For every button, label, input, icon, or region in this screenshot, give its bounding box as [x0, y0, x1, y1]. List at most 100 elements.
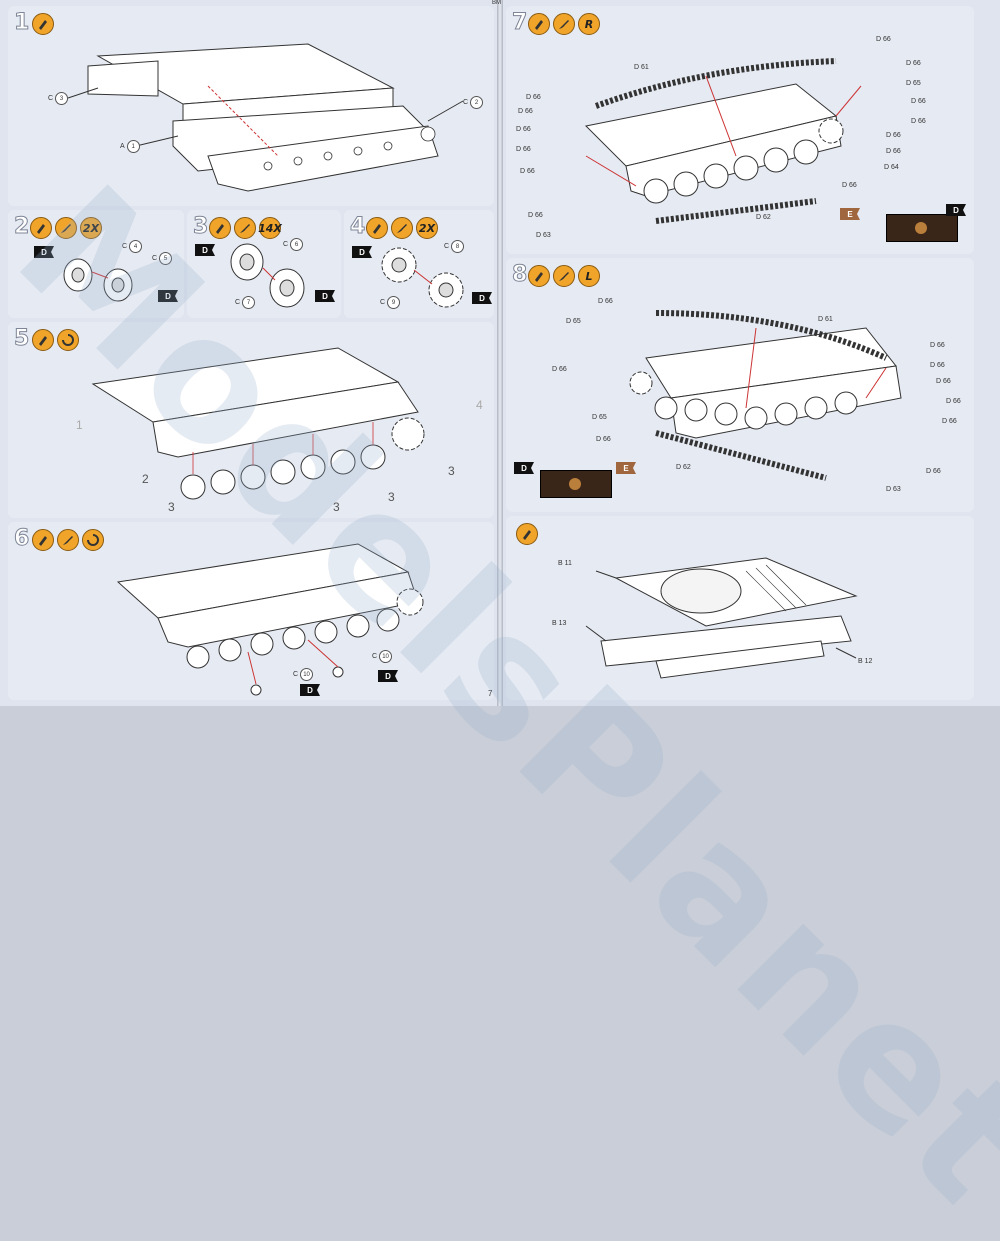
idler-wheel-drawing — [230, 243, 305, 308]
glue-icon — [32, 329, 54, 351]
step-number: 6 — [13, 526, 30, 552]
paint-code: D — [195, 244, 215, 256]
callout: D 66 — [906, 60, 921, 67]
brush-icon — [553, 13, 575, 35]
sprocket-drawing — [381, 247, 464, 308]
callout: D 65 — [566, 318, 581, 325]
callout: D 66 — [942, 418, 957, 425]
paint-code: D — [300, 684, 320, 696]
label: 3 — [388, 490, 395, 504]
callout: D 66 — [516, 146, 531, 153]
callout: D 64 — [884, 164, 899, 171]
callout: D 66 — [926, 468, 941, 475]
callout: D 66 — [598, 298, 613, 305]
track-color-sample — [540, 470, 612, 498]
step-8-panel: 8 L D 66 D 61 D 65 D 66 D 66 D 65 D 66 D… — [506, 258, 974, 512]
callout: D 62 — [756, 214, 771, 221]
label: 1 — [76, 418, 83, 432]
glue-icon — [528, 13, 550, 35]
callout: D 66 — [518, 108, 533, 115]
callout: D 66 — [911, 98, 926, 105]
callout: D 66 — [876, 36, 891, 43]
glue-icon — [32, 13, 54, 35]
callout: D 66 — [886, 132, 901, 139]
step-number: 5 — [13, 326, 30, 352]
callout: D 66 — [911, 118, 926, 125]
paint-code: D — [352, 246, 372, 258]
paint-code: D — [946, 204, 966, 216]
glue-icon — [516, 523, 538, 545]
callout: D 66 — [528, 212, 543, 219]
paint-code: D — [472, 292, 492, 304]
paint-code: D — [158, 290, 178, 302]
label: 2 — [142, 472, 149, 486]
callout: D 66 — [516, 126, 531, 133]
left-track-drawing — [629, 310, 902, 481]
paint-code: D — [315, 290, 335, 302]
glue-icon — [30, 217, 52, 239]
right-track-drawing — [584, 58, 862, 224]
track-color-sample — [886, 214, 958, 242]
hull-wheels-drawing — [91, 347, 425, 500]
callout: D 65 — [592, 414, 607, 421]
callout: D 66 — [526, 94, 541, 101]
page-gutter — [497, 0, 503, 706]
paint-code: D — [34, 246, 54, 258]
step-icons — [32, 13, 54, 35]
upper-hull-drawing — [585, 557, 858, 679]
glue-icon — [32, 529, 54, 551]
rotate-icon — [57, 329, 79, 351]
callout: D 66 — [596, 436, 611, 443]
callout: D 63 — [536, 232, 551, 239]
brush-icon — [57, 529, 79, 551]
glue-icon — [366, 217, 388, 239]
step-number: 2 — [13, 214, 30, 240]
hull-exploded-drawing — [67, 43, 464, 192]
label: 4 — [476, 398, 483, 412]
step-number: 1 — [13, 10, 30, 36]
paint-code: E — [616, 462, 636, 474]
glue-icon — [528, 265, 550, 287]
callout: D 66 — [930, 362, 945, 369]
side-badge: L — [578, 265, 600, 287]
brush-icon — [234, 217, 256, 239]
callout: D 65 — [906, 80, 921, 87]
quantity-badge: 14X — [258, 217, 282, 239]
rotate-icon — [82, 529, 104, 551]
step-5-panel: 5 1 2 3 3 3 3 4 — [8, 322, 494, 518]
callout: D 66 — [946, 398, 961, 405]
paint-code: D — [514, 462, 534, 474]
page-number-left: 7 — [488, 689, 493, 698]
step-7-panel: 7 R D 66 D 61 D 66 D 66 D 66 D 66 D 66 D… — [506, 6, 974, 254]
step-number: 8 — [511, 262, 528, 288]
quantity-badge: 2X — [80, 217, 102, 239]
road-wheel-drawing — [63, 258, 133, 302]
hull-complete-drawing — [116, 543, 424, 696]
callout: D 66 — [936, 378, 951, 385]
paint-code: D — [378, 670, 398, 682]
brush-icon — [391, 217, 413, 239]
callout: D 66 — [930, 342, 945, 349]
step-number: 3 — [192, 214, 209, 240]
callout: B 13 — [552, 620, 567, 627]
step-9-panel: B 11 B 13 B 12 — [506, 516, 974, 700]
callout: D 63 — [886, 486, 901, 493]
step-number: 7 — [511, 10, 528, 36]
top-mark: BM — [492, 0, 501, 6]
callout: B 11 — [558, 560, 572, 567]
